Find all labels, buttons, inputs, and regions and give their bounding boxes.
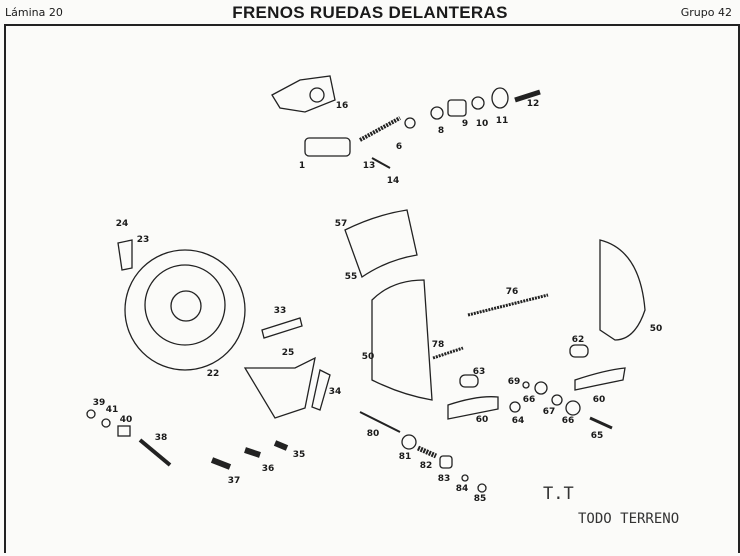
part-label: 16 [335, 101, 349, 111]
part-label: 25 [281, 348, 295, 358]
part-label: 63 [472, 367, 486, 377]
part-label: 10 [475, 119, 489, 129]
part-label: 1 [298, 161, 306, 171]
wheel-cylinder [304, 137, 351, 157]
brake-shoe-50b [599, 239, 646, 341]
part-label: 22 [206, 369, 220, 379]
link-60b [574, 367, 626, 391]
backing-plate [124, 249, 246, 371]
part-label: 41 [105, 405, 119, 415]
spring [359, 116, 401, 142]
part-label: 84 [455, 484, 469, 494]
part-label: 69 [507, 377, 521, 387]
part-label: 78 [431, 340, 445, 350]
model-code: T.T [543, 484, 574, 504]
dust-cover [271, 75, 336, 113]
part-label: 36 [261, 464, 275, 474]
part-label: 9 [461, 119, 469, 129]
part-label: 34 [328, 387, 342, 397]
group-number: Grupo 42 [680, 6, 732, 19]
part-label: 60 [592, 395, 606, 405]
part-label: 66 [522, 395, 536, 405]
bracket-25 [243, 356, 316, 419]
part-label: 6 [395, 142, 403, 152]
plate-number: Lámina 20 [5, 6, 63, 19]
brake-shoe-55 [344, 209, 418, 279]
model-name: TODO TERRENO [578, 511, 680, 527]
part-label: 39 [92, 398, 106, 408]
spring-76 [467, 293, 549, 317]
part-label: 33 [273, 306, 287, 316]
part-label: 50 [649, 324, 663, 334]
part-label: 85 [473, 494, 487, 504]
part-label: 13 [362, 161, 376, 171]
part-label: 23 [136, 235, 150, 245]
part-label: 55 [344, 272, 358, 282]
part-label: 82 [419, 461, 433, 471]
part-label: 37 [227, 476, 241, 486]
part-label: 65 [590, 431, 604, 441]
part-label: 60 [475, 415, 489, 425]
part-label: 50 [361, 352, 375, 362]
part-label: 38 [154, 433, 168, 443]
link-60 [447, 396, 499, 420]
part-label: 24 [115, 219, 129, 229]
brake-shoe-50 [371, 279, 433, 401]
part-label: 67 [542, 407, 556, 417]
part-label: 66 [561, 416, 575, 426]
part-label: 12 [526, 99, 540, 109]
part-label: 81 [398, 452, 412, 462]
part-label: 35 [292, 450, 306, 460]
part-label: 11 [495, 116, 509, 126]
page-title: FRENOS RUEDAS DELANTERAS [232, 3, 508, 22]
part-label: 64 [511, 416, 525, 426]
part-label: 40 [119, 415, 133, 425]
part-label: 14 [386, 176, 400, 186]
spring-78 [432, 346, 464, 360]
part-label: 57 [334, 219, 348, 229]
part-label: 76 [505, 287, 519, 297]
part-label: 8 [437, 126, 445, 136]
part-label: 83 [437, 474, 451, 484]
adjuster-rod [359, 411, 401, 433]
bracket-33 [261, 317, 303, 339]
part-label: 62 [571, 335, 585, 345]
diagram-frame [4, 24, 740, 553]
part-label: 80 [366, 429, 380, 439]
